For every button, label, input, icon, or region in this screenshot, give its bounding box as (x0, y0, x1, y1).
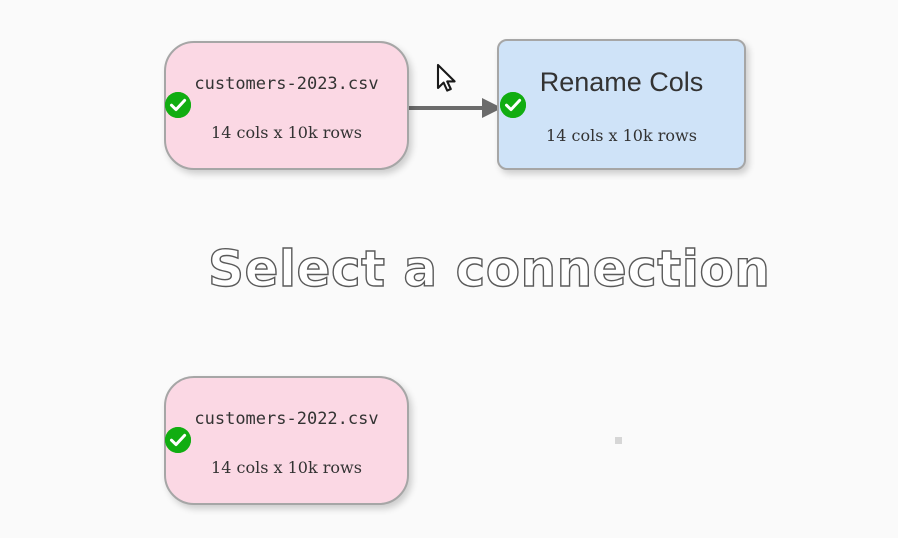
hint-text: Select a connection (207, 240, 771, 298)
node-title: Rename Cols (539, 67, 704, 97)
node-subtitle: 14 cols x 10k rows (546, 126, 697, 145)
node-subtitle: 14 cols x 10k rows (211, 123, 362, 142)
check-circle-icon[interactable] (165, 92, 191, 118)
check-circle-icon[interactable] (165, 427, 191, 453)
edge-customers-2023-to-rename-cols[interactable] (406, 92, 504, 124)
canvas-marker (615, 437, 622, 444)
node-rename-cols[interactable]: Rename Cols 14 cols x 10k rows (497, 39, 746, 170)
check-circle-icon[interactable] (500, 92, 526, 118)
node-customers-2022[interactable]: customers-2022.csv 14 cols x 10k rows (164, 376, 409, 505)
node-subtitle: 14 cols x 10k rows (211, 458, 362, 477)
node-title: customers-2022.csv (194, 409, 379, 429)
node-title: customers-2023.csv (194, 74, 379, 94)
arrow-pointer-icon (436, 63, 456, 92)
node-customers-2023[interactable]: customers-2023.csv 14 cols x 10k rows (164, 41, 409, 170)
